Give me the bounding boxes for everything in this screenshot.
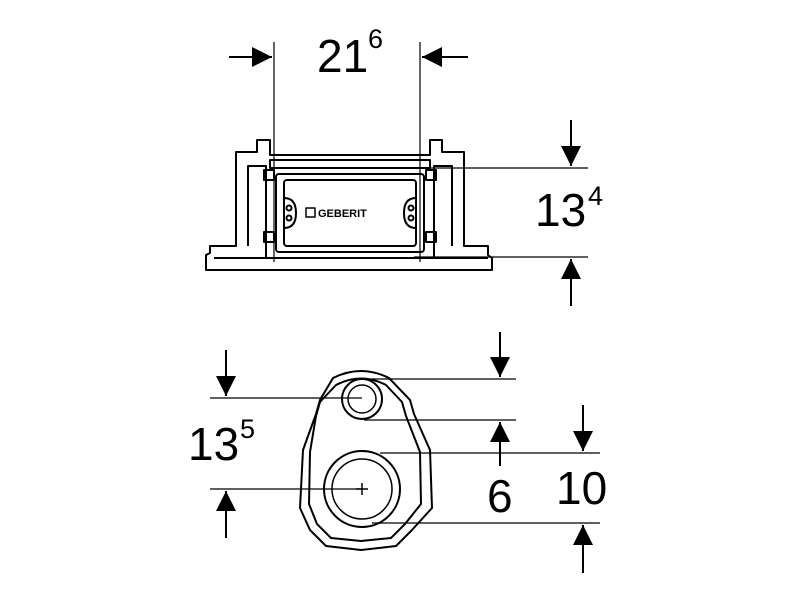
brand-logo: GEBERIT <box>318 208 367 220</box>
left-tab <box>283 197 297 229</box>
screw-hole <box>407 214 415 222</box>
mounting-plate <box>275 173 425 253</box>
depth-dim-sup: 4 <box>588 181 603 211</box>
height-dim-value: 13 <box>188 418 239 470</box>
depth-dim-value: 13 <box>535 184 586 236</box>
right-tab <box>403 197 417 229</box>
small-pipe-dim-value: 6 <box>487 470 513 522</box>
width-dim-sup: 6 <box>368 24 383 54</box>
screw-hole <box>285 204 293 212</box>
small-pipe-outer <box>341 378 383 420</box>
top-crossbar <box>269 159 431 169</box>
depth-dimension <box>414 120 588 306</box>
logo-square-icon <box>305 207 316 218</box>
left-post <box>247 165 267 258</box>
large-pipe-dimension <box>372 405 600 573</box>
width-dim-value: 21 <box>317 30 368 82</box>
right-post <box>433 165 453 258</box>
height-dim-sup: 5 <box>240 414 255 444</box>
height-dimension <box>210 350 362 538</box>
large-pipe-dim-value: 10 <box>556 462 607 514</box>
top-view <box>205 139 493 271</box>
clip-right-top <box>425 169 437 181</box>
outlet-body <box>299 370 433 551</box>
clip-right-bottom <box>425 231 437 243</box>
small-pipe-inner <box>347 384 377 414</box>
width-dimension <box>229 42 468 262</box>
small-pipe-dimension <box>364 332 516 466</box>
outlet-inner <box>308 377 422 542</box>
plate-inner <box>283 179 417 247</box>
screw-hole <box>285 214 293 222</box>
screw-hole <box>407 204 415 212</box>
